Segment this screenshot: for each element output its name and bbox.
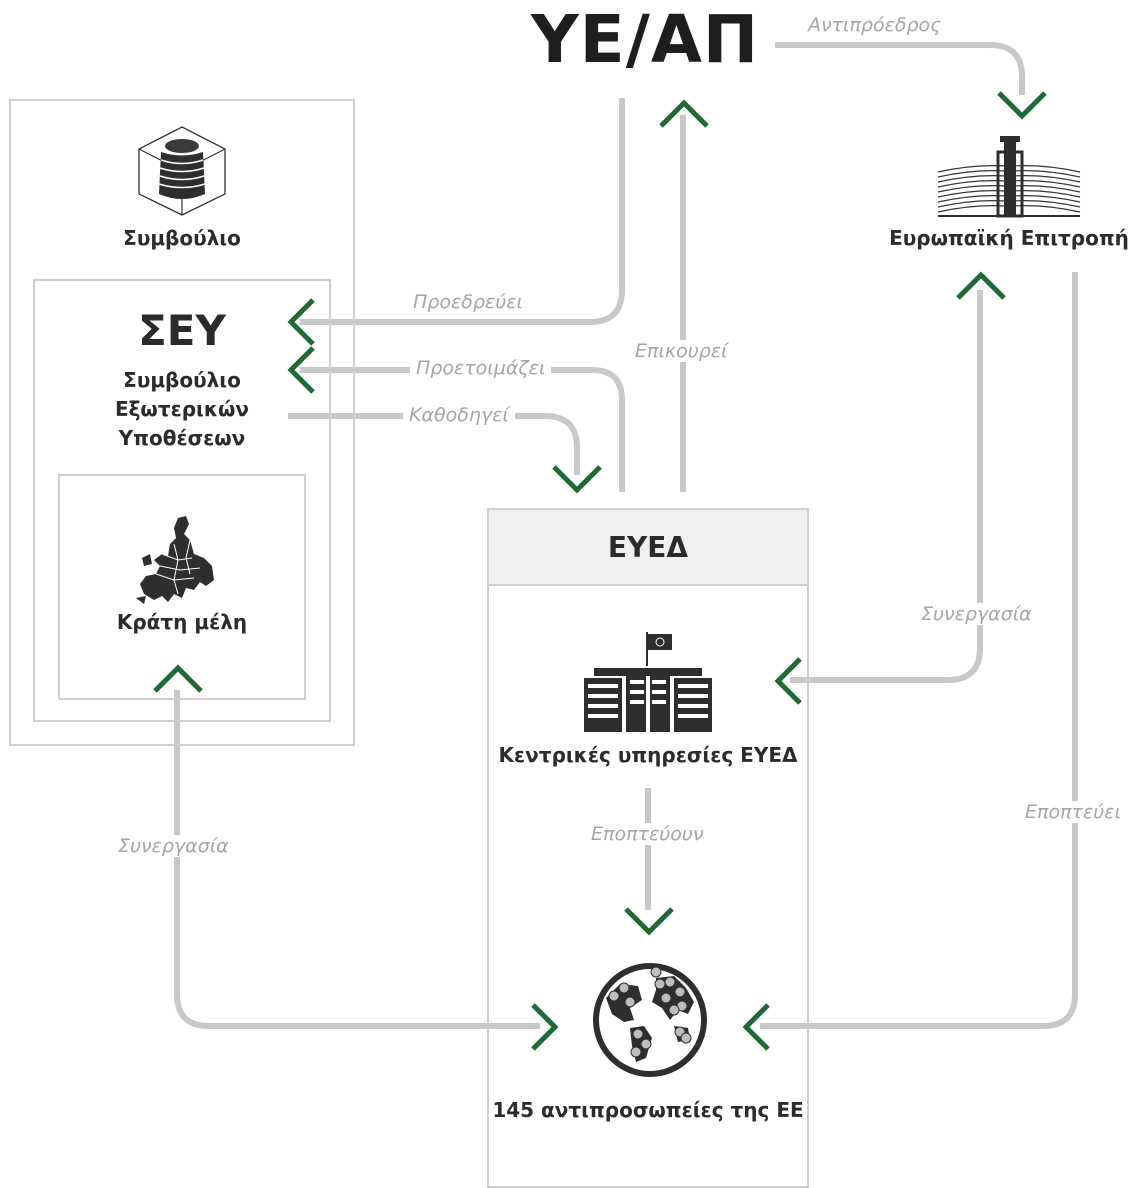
line-supervises [760,272,1078,1029]
line-vice-president [775,42,1025,95]
arrow-delegations-right [531,1003,559,1051]
member-states-box [58,474,306,700]
flow-vice-president: Αντιπρόεδρος [802,14,948,36]
eeas-building-icon [584,632,712,732]
flow-supervise-eeas: Εποπτεύουν [585,823,710,845]
flow-cooperation-right: Συνεργασία [915,603,1038,625]
eeas-hq-label: Κεντρικές υπηρεσίες ΕΥΕΔ [498,743,798,767]
delegations-label: 145 αντιπροσωπείες της ΕΕ [492,1098,804,1122]
arrow-delegations-left [742,1003,770,1051]
member-states-label: Κράτη μέλη [116,610,248,634]
fac-full-line-1: Συμβούλιο [123,368,241,392]
fac-abbr: ΣΕΥ [138,306,226,355]
line-cooperation-left [174,690,540,1029]
arrow-delegations-down [624,907,674,936]
council-barrel-icon [138,126,226,216]
arrow-commission-down [997,91,1047,120]
council-label: Συμβούλιο [123,226,241,250]
line-chairs [300,98,625,325]
flow-prepares: Προετοιμάζει [410,357,552,379]
flow-chairs: Προεδρεύει [407,291,529,313]
arrow-chairs-left [287,298,315,346]
eeas-header: ΕΥΕΔ [487,508,809,586]
arrow-commission-up [956,271,1006,300]
europe-map-icon [136,516,214,604]
fac-full-line-2: Εξωτερικών [114,397,250,421]
fac-full-line-3: Υποθέσεων [118,426,246,450]
flow-guides: Καθοδηγεί [403,404,515,426]
eeas-box [487,508,809,1188]
fac-box [33,279,331,722]
line-guides [288,413,580,475]
commission-building-icon [937,136,1081,218]
flow-assists: Επικουρεί [629,340,734,362]
line-prepares [300,367,625,492]
flow-supervises-commission: Εποπτεύει [1019,801,1127,823]
arrow-hrvp-up [659,99,709,128]
arrow-hq-left [774,657,802,705]
line-cooperation-right [790,290,983,683]
globe-pins-icon [593,963,707,1077]
arrow-prepares-left [287,346,315,394]
council-box [9,99,355,746]
arrow-member-states-up [153,664,203,693]
hr-vp-title: ΥΕ/ΑΠ [530,1,760,78]
arrow-guides-down [552,465,602,494]
commission-label: Ευρωπαϊκή Επιτροπή [889,226,1129,250]
flow-cooperation-left: Συνεργασία [112,835,235,857]
